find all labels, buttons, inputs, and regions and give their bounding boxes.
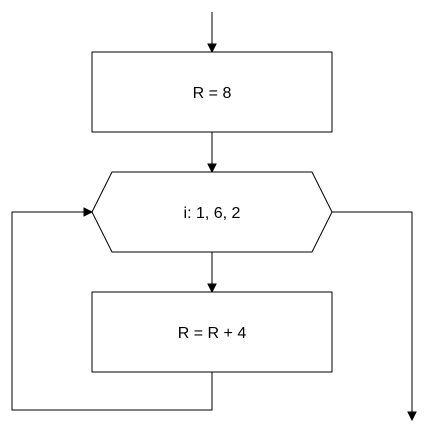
loop-to-body-arrow: [207, 252, 217, 294]
body-block-label: R = R + 4: [178, 325, 247, 342]
loop-hexagon: i: 1, 6, 2: [91, 171, 333, 253]
loop-back-arrow: [11, 207, 213, 411]
init-block-label: R = 8: [193, 85, 232, 102]
body-block: R = R + 4: [91, 291, 333, 373]
init-block: R = 8: [91, 51, 333, 133]
loop-hexagon-label: i: 1, 6, 2: [184, 205, 241, 222]
entry-arrow: [207, 12, 217, 54]
init-to-loop-arrow: [207, 132, 217, 174]
exit-arrow: [332, 211, 417, 422]
